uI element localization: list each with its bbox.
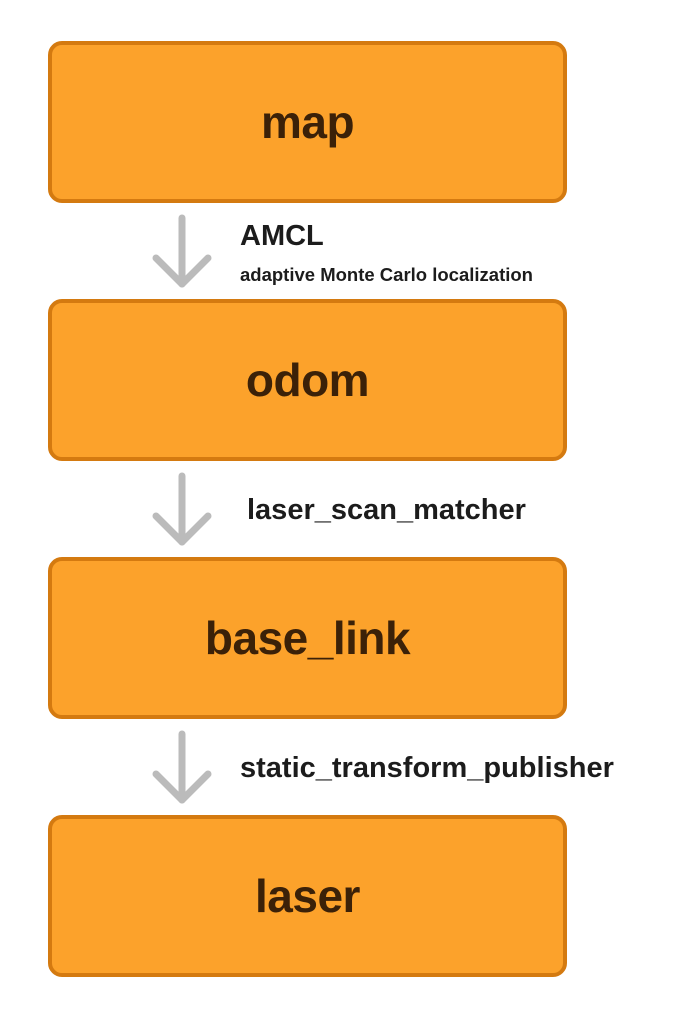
frame-box-map: map (48, 41, 567, 203)
edge-label-amcl: AMCL (240, 220, 324, 252)
arrow-down-icon (152, 214, 212, 288)
edge-label-static-transform-publisher: static_transform_publisher (240, 752, 614, 784)
edge-sublabel-amcl: adaptive Monte Carlo localization (240, 264, 533, 285)
frame-label: laser (255, 870, 360, 922)
frame-label: base_link (204, 612, 411, 664)
frame-label: odom (245, 354, 370, 406)
arrow-down-icon (152, 730, 212, 804)
frame-box-laser: laser (48, 815, 567, 977)
arrow-down-icon (152, 472, 212, 546)
frame-box-odom: odom (48, 299, 567, 461)
frame-label: map (260, 96, 355, 148)
edge-label-laser-scan-matcher: laser_scan_matcher (247, 494, 526, 526)
frame-box-base-link: base_link (48, 557, 567, 719)
